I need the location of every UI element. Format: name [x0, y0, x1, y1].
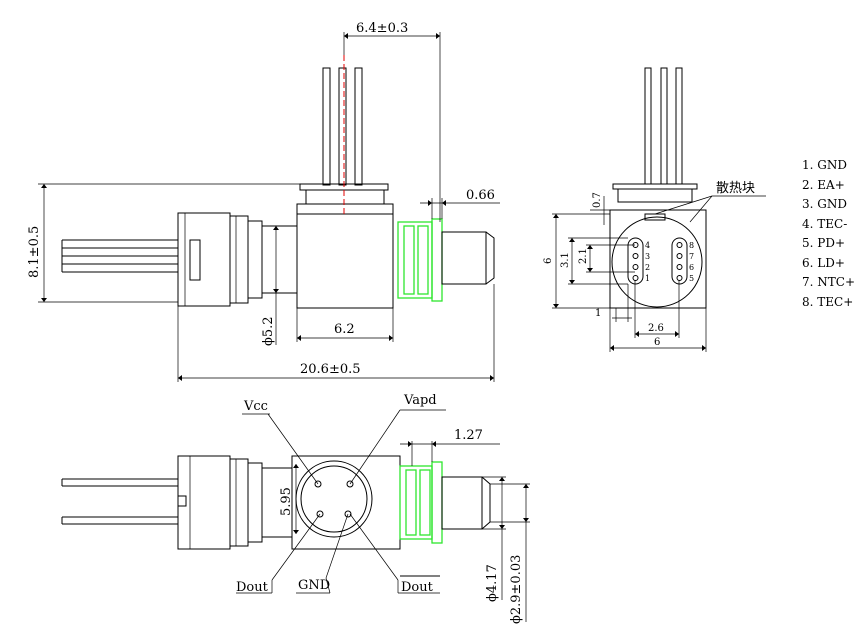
- pin-number-1: 1: [645, 274, 650, 283]
- end-dim-left: 1: [595, 308, 601, 319]
- pin-legend-item: 1. GND: [802, 158, 847, 172]
- dim-tip-diameter: ϕ2.9±0.03: [509, 555, 524, 624]
- side-view: [38, 32, 500, 382]
- dim-height: 8.1±0.5: [27, 226, 42, 278]
- label-dout: Dout: [236, 580, 269, 595]
- pin-legend-item: 7. NTC+: [802, 275, 856, 289]
- end-dim-top: 0.7: [592, 192, 603, 208]
- pin-number-4: 4: [645, 241, 650, 250]
- pin-legend-item: 8. TEC+: [802, 294, 854, 309]
- label-dout-bar: Dout: [401, 580, 434, 595]
- dim-can-size: 5.95: [279, 487, 294, 516]
- pin-legend-item: 2. EA+: [802, 177, 845, 192]
- dim-pin-pitch: 1.27: [454, 428, 483, 443]
- end-dim-pins-inner: 2.1: [578, 248, 589, 264]
- dim-overall-length: 20.6±0.5: [300, 362, 361, 377]
- pin-number-7: 7: [689, 252, 694, 261]
- pin-number-3: 3: [645, 252, 650, 261]
- end-dim-height: 6: [543, 258, 554, 264]
- end-dim-spacing: 2.6: [648, 323, 664, 334]
- pin-legend-item: 6. LD+: [802, 255, 845, 270]
- dim-body-diameter: ϕ5.2: [261, 316, 276, 346]
- pin-legend-item: 4. TEC-: [802, 216, 848, 231]
- dim-flange-gap: 0.66: [466, 188, 495, 203]
- pin-number-2: 2: [645, 263, 650, 272]
- end-dim-pins-outer: 3.1: [560, 252, 571, 268]
- end-dim-width: 6: [654, 337, 660, 348]
- dim-nose-diameter: ϕ4.17: [485, 564, 500, 602]
- label-vcc: Vcc: [243, 399, 268, 414]
- pin-number-8: 8: [689, 241, 694, 250]
- pin-legend-item: 3. GND: [802, 197, 847, 211]
- end-view: [552, 67, 766, 352]
- heatsink-label: 散热块: [716, 181, 755, 196]
- pin-legend-item: 5. PD+: [802, 236, 846, 250]
- pin-number-6: 6: [689, 263, 694, 272]
- pin-number-5: 5: [689, 274, 694, 283]
- top-view: [61, 409, 530, 622]
- label-gnd: GND: [298, 578, 330, 593]
- dim-top-lead-offset: 6.4±0.3: [356, 21, 408, 36]
- pin-legend: 1. GND 2. EA+ 3. GND 4. TEC- 5. PD+ 6. L…: [802, 156, 855, 312]
- dim-body-length: 6.2: [334, 322, 355, 337]
- label-vapd: Vapd: [403, 393, 437, 408]
